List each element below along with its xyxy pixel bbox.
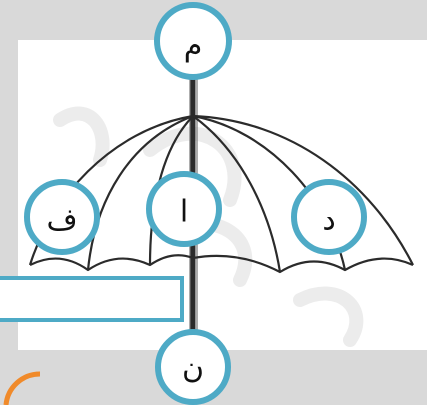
letter-right: د <box>322 203 335 238</box>
answer-box[interactable] <box>0 276 184 322</box>
letter-bubble-bottom: ن <box>155 329 231 405</box>
letter-bubble-center: ا <box>146 171 222 247</box>
letter-bubble-left: ف <box>24 179 100 255</box>
letter-top: م <box>184 29 203 64</box>
orange-ring-fragment <box>3 371 41 405</box>
letter-center: ا <box>180 195 188 230</box>
letter-bubble-top: م <box>154 2 232 80</box>
letter-left: ف <box>46 203 77 238</box>
letter-bubble-right: د <box>291 179 367 255</box>
letter-bottom: ن <box>182 351 204 386</box>
